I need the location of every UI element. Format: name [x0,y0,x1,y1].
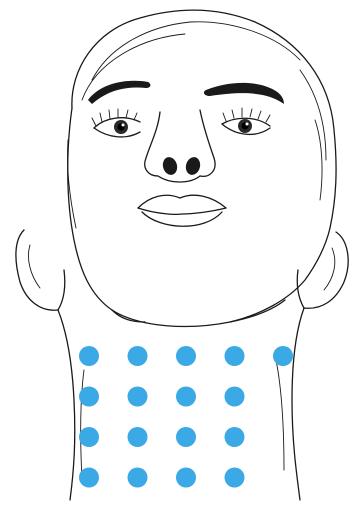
left-eyebrow [88,81,150,104]
nose [145,110,215,182]
mouth [138,195,226,226]
injection-dot [128,387,148,407]
right-ear [297,232,348,308]
right-eyebrow [204,83,284,104]
injection-dot [176,427,196,447]
injection-dot [176,468,196,488]
injection-dot [225,427,245,447]
injection-dot [79,346,99,366]
left-eye [92,109,140,137]
injection-dot [176,387,196,407]
injection-dot [79,427,99,447]
injection-dot [128,427,148,447]
injection-dot [225,468,245,488]
face-outline [68,108,330,326]
injection-dot [128,346,148,366]
injection-dot [79,468,99,488]
injection-dot [128,468,148,488]
right-eye [222,108,270,134]
injection-dot [273,346,293,366]
injection-dot [225,346,245,366]
injection-dot [225,387,245,407]
injection-dot [176,346,196,366]
injection-dot [79,387,99,407]
injection-points [79,346,293,488]
left-ear [16,230,65,310]
